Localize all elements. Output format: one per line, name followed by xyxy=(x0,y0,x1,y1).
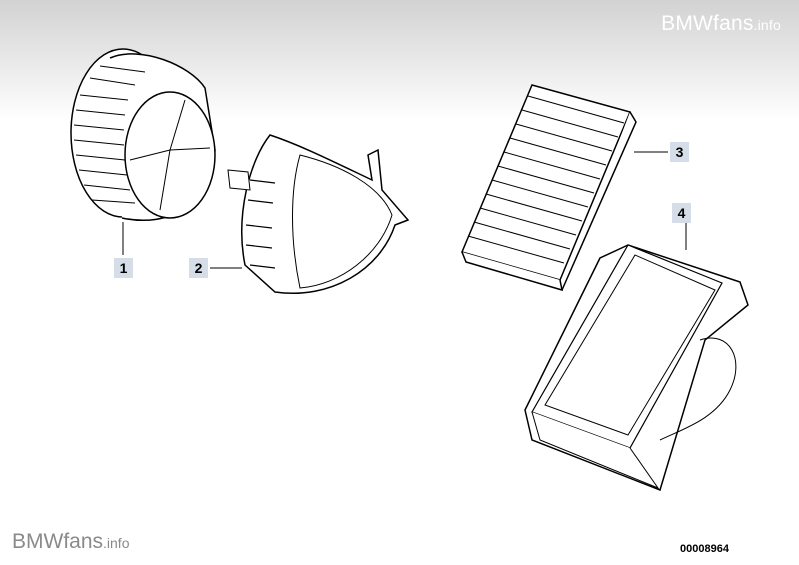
blower-housing-drawing xyxy=(227,134,410,294)
blower-wheel-drawing xyxy=(70,48,216,222)
filter-housing-drawing xyxy=(524,244,749,491)
watermark-top-brand: BMWfans xyxy=(661,12,754,35)
watermark-bottom-brand: BMWfans xyxy=(12,530,104,553)
part-label-1: 1 xyxy=(114,258,133,278)
part-label-4: 4 xyxy=(672,203,691,223)
watermark-top-suffix: .info xyxy=(753,17,781,33)
diagram-number: 00008964 xyxy=(680,543,729,555)
watermark-top: BMWfans.info xyxy=(661,12,781,36)
part-label-2: 2 xyxy=(189,258,208,278)
watermark-bottom: BMWfans.info xyxy=(12,530,129,554)
watermark-bottom-suffix: .info xyxy=(103,535,130,551)
part-label-3: 3 xyxy=(670,142,689,162)
pleated-filter-drawing xyxy=(460,84,637,292)
